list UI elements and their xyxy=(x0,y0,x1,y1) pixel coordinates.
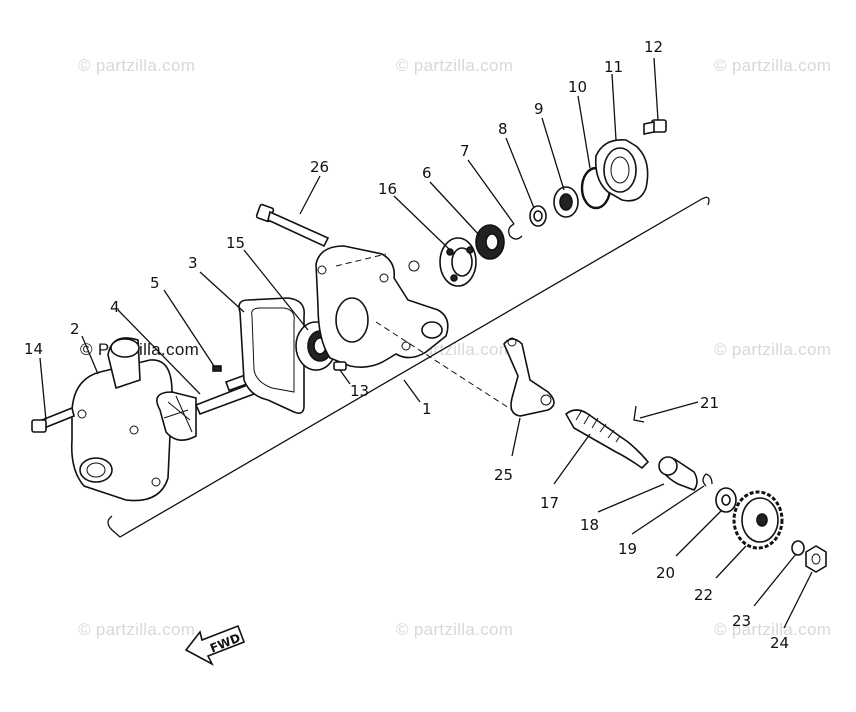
callout-7: 7 xyxy=(460,142,470,160)
part-dowel xyxy=(333,361,347,371)
watermark: © partzilla.com xyxy=(714,340,832,359)
callout-26: 26 xyxy=(310,158,329,176)
callout-15: 15 xyxy=(226,234,245,252)
leader-lines xyxy=(39,57,813,629)
callout-14: 14 xyxy=(24,340,43,358)
callout-12: 12 xyxy=(644,38,663,56)
callout-21: 21 xyxy=(700,394,719,412)
callout-20: 20 xyxy=(656,564,675,582)
part-long-bolt xyxy=(255,203,330,248)
assembly-boundary xyxy=(111,196,710,538)
part-driven-gear xyxy=(732,490,784,550)
fwd-arrow-icon: FWD xyxy=(184,624,246,666)
callout-11: 11 xyxy=(604,58,623,76)
callout-1: 1 xyxy=(422,400,432,418)
part-washer xyxy=(529,205,547,227)
part-mounting-plate xyxy=(503,338,555,417)
watermark: © partzilla.com xyxy=(714,56,832,75)
watermark: © partzilla.com xyxy=(78,56,196,75)
callout-25: 25 xyxy=(494,466,513,484)
callout-23: 23 xyxy=(732,612,751,630)
part-pump-cover xyxy=(70,337,173,502)
callout-5: 5 xyxy=(150,274,160,292)
part-circlip xyxy=(508,223,523,240)
part-cover-bolt xyxy=(31,406,75,433)
callout-13: 13 xyxy=(350,382,369,400)
part-snap-ring xyxy=(702,473,713,487)
callout-17: 17 xyxy=(540,494,559,512)
watermark: © partzilla.com xyxy=(396,620,514,639)
callout-9: 9 xyxy=(534,100,544,118)
part-impeller-shaft xyxy=(156,373,256,441)
part-end-cover xyxy=(594,139,649,202)
assembly-boundary xyxy=(107,515,113,531)
part-flat-washer xyxy=(715,487,737,513)
callouts: 1 2 3 4 5 6 7 8 9 10 11 12 13 14 15 16 1… xyxy=(24,38,789,652)
callout-19: 19 xyxy=(618,540,637,558)
callout-10: 10 xyxy=(568,78,587,96)
watermark: © partzilla.com xyxy=(78,620,196,639)
part-lock-washer xyxy=(791,540,805,556)
part-pump-housing xyxy=(315,245,449,368)
part-small-bearing xyxy=(553,186,579,218)
part-drive-gear xyxy=(475,224,505,260)
part-spring-pin xyxy=(633,405,645,423)
callout-2: 2 xyxy=(70,320,80,338)
watermark: © partzilla.com xyxy=(714,620,832,639)
callout-4: 4 xyxy=(110,298,120,316)
callout-22: 22 xyxy=(694,586,713,604)
part-bushing xyxy=(658,456,698,491)
callout-8: 8 xyxy=(498,120,508,138)
callout-24: 24 xyxy=(770,634,789,652)
part-gasket xyxy=(238,297,305,414)
callout-18: 18 xyxy=(580,516,599,534)
watermark: © partzilla.com xyxy=(396,56,514,75)
callout-6: 6 xyxy=(422,164,432,182)
part-nut xyxy=(805,545,827,573)
callout-16: 16 xyxy=(378,180,397,198)
part-bearing xyxy=(439,237,477,287)
part-short-bolt xyxy=(643,119,667,135)
part-worm-shaft xyxy=(564,409,650,470)
callout-3: 3 xyxy=(188,254,198,272)
part-pin xyxy=(212,365,222,372)
